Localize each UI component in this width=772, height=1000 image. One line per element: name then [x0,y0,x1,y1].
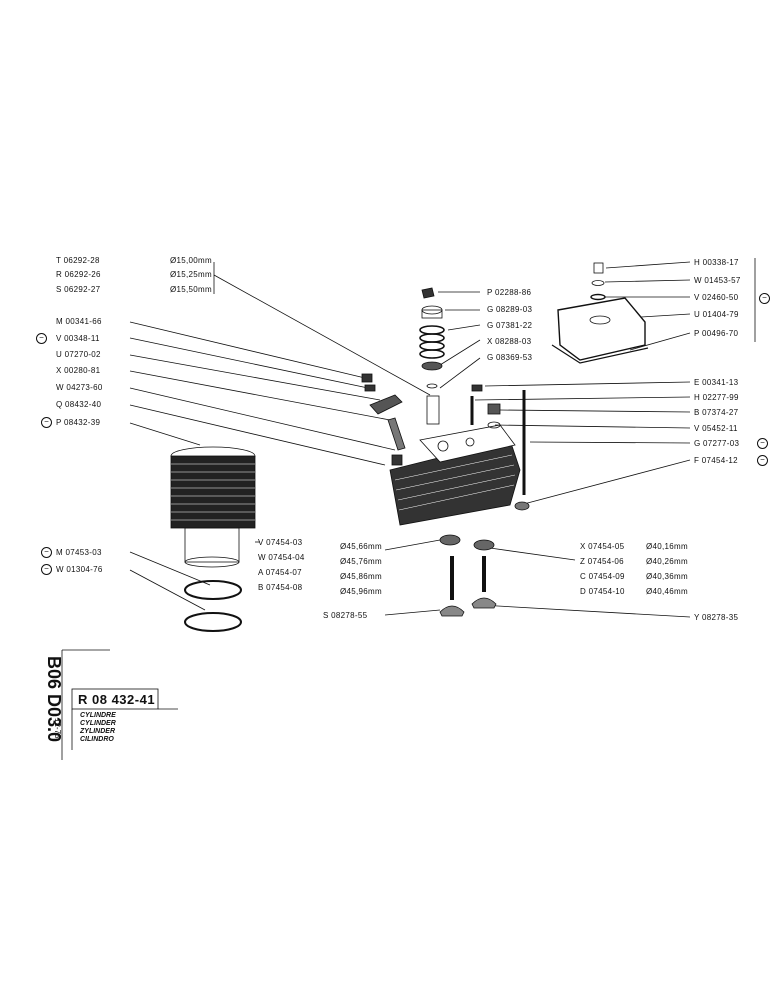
part-label: S 08278-55 [323,611,368,620]
seat-size: Ø45,66mm [340,542,382,551]
leader-line [129,551,211,586]
part-size: Ø15,25mm [170,270,212,279]
part-label: W 01453-57 [694,276,741,285]
minus-icon: − [41,564,52,575]
rocker-cover [551,297,649,364]
part-label: B 07374-27 [694,408,739,417]
part-label: P 02288-86 [487,288,532,297]
leader-line [129,422,201,446]
part-label: D 07454-10 [580,587,625,596]
part-label: P 08432-39 [56,418,101,427]
part-label: Q 08432-40 [56,400,102,409]
seat-size: Ø45,76mm [340,557,382,566]
part-label: V 07454-03 [258,538,303,547]
part-label: H 00338-17 [694,258,739,267]
part-label: T 06292-28 [56,256,100,265]
part-size: Ø40,26mm [646,557,688,566]
part-label: V 02460-50 [694,293,739,302]
leader-line [129,387,396,451]
part-label: C 07454-09 [580,572,625,581]
leader-line [129,354,381,401]
leader-line [129,321,366,379]
part-label: M 00341-66 [56,317,102,326]
part-size: Ø15,50mm [170,285,212,294]
part-label: E 00341-13 [694,378,739,387]
bolt [593,262,604,274]
o-ring [184,580,242,600]
part-label: X 00280-81 [56,366,101,375]
part-size: Ø40,36mm [646,572,688,581]
part-size: Ø40,46mm [646,587,688,596]
minus-icon: − [41,417,52,428]
part-label: G 07277-03 [694,439,740,448]
part-label: R 06292-26 [56,270,101,279]
part-label: G 08289-03 [487,305,533,314]
part-name-en: CYLINDER [80,720,116,727]
cylinder-head [389,424,521,526]
part-label: W 01304-76 [56,565,103,574]
part-label: V 00348-11 [56,334,100,343]
part-label: B 07454-08 [258,583,303,592]
part-name-de: ZYLINDER [80,728,115,735]
part-label: U 01404-79 [694,310,739,319]
part-label: X 08288-03 [487,337,532,346]
seat-size: Ø45,96mm [340,587,382,596]
part-size: Ø15,00mm [170,256,212,265]
part-label: X 07454-05 [580,542,625,551]
part-label: U 07270-02 [56,350,101,359]
leader-line [129,569,206,611]
seat-size: Ø45,86mm [340,572,382,581]
part-label: V 05452-11 [694,424,738,433]
part-number: R 08 432-41 [78,692,156,707]
part-label: G 07381-22 [487,321,533,330]
leader-line [129,337,369,389]
part-label: F 07454-12 [694,456,738,465]
leader-line [129,404,386,466]
part-label: P 00496-70 [694,329,739,338]
part-name-it: CILINDRO [80,736,114,743]
valve [439,556,497,617]
minus-icon: − [759,293,770,304]
part-name-fr: CYLINDRE [80,712,116,719]
minus-icon: − [41,547,52,558]
minus-icon: − [757,438,768,449]
valve-guide [426,395,440,425]
cylinder-barrel [170,446,256,568]
part-label: G 08369-53 [487,353,533,362]
part-label: A 07454-07 [258,568,302,577]
part-label: W 04273-60 [56,383,103,392]
minus-icon: − [757,455,768,466]
o-ring [184,612,242,632]
minus-icon: − [36,333,47,344]
leader-line [129,370,391,421]
part-label: W 07454-04 [258,553,305,562]
part-size: Ø40,16mm [646,542,688,551]
part-label: H 02277-99 [694,393,739,402]
date-code: 12-73 [53,718,62,739]
leader-line [213,274,431,396]
part-label: M 07453-03 [56,548,102,557]
part-label: Z 07454-06 [580,557,624,566]
part-label: Y 08278-35 [694,613,739,622]
part-label: S 06292-27 [56,285,101,294]
